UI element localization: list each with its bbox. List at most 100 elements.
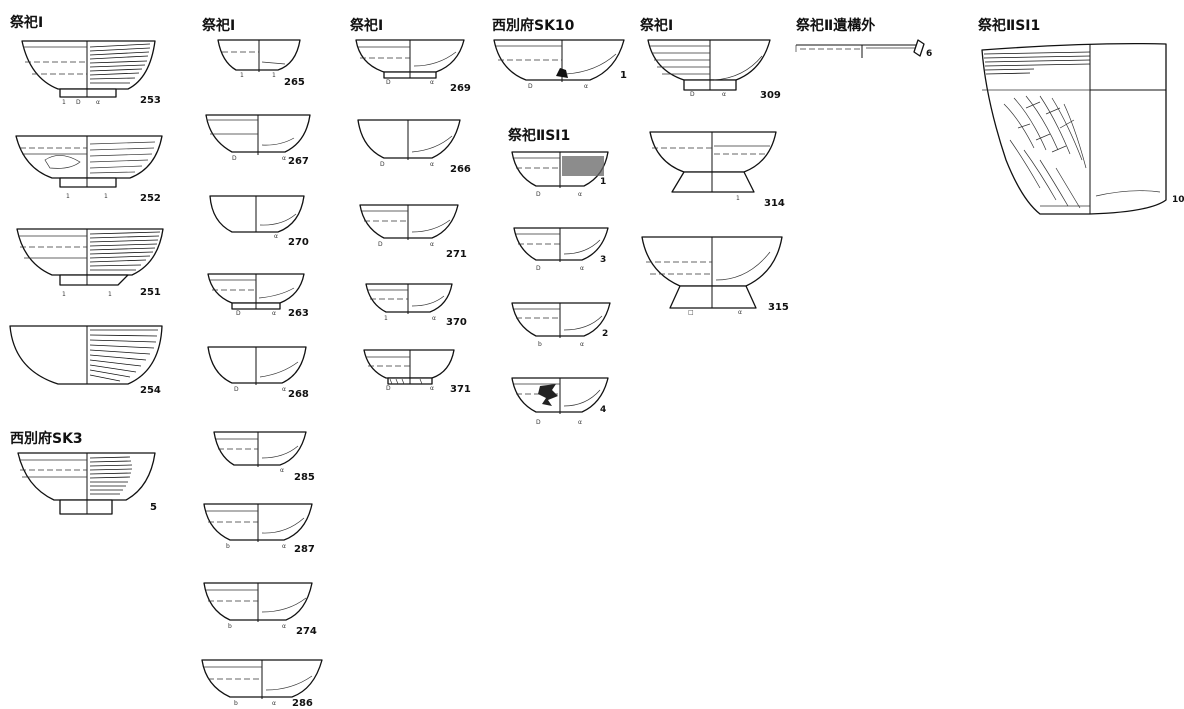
svg-text:α: α: [578, 419, 582, 426]
vessel-number-6: 6: [926, 49, 932, 59]
group-label-saishi2-outside: 祭祀Ⅱ遺構外: [795, 17, 875, 34]
svg-text:D: D: [690, 91, 695, 98]
vessel-number-263: 263: [288, 308, 309, 319]
svg-text:D: D: [536, 265, 541, 272]
vessel-number-287: 287: [294, 544, 315, 555]
vessel-254: [9, 325, 163, 385]
svg-text:α: α: [580, 265, 584, 272]
svg-text:D: D: [528, 83, 533, 90]
vessel-number-267: 267: [288, 156, 309, 167]
svg-text:α: α: [272, 700, 276, 707]
vessel-number-268: 268: [288, 389, 309, 400]
vessel-number-285: 285: [294, 472, 315, 483]
vessel-number-274: 274: [296, 626, 317, 637]
svg-text:1: 1: [736, 195, 740, 202]
vessel-number-265: 265: [284, 77, 305, 88]
svg-text:D: D: [536, 419, 541, 426]
vessel-number-251: 251: [140, 287, 161, 298]
vessel-number-5: 5: [150, 502, 157, 513]
svg-text:b: b: [228, 623, 232, 630]
svg-text:D: D: [232, 155, 237, 162]
vessel-number-314: 314: [764, 198, 785, 209]
svg-text:α: α: [272, 310, 276, 317]
rim-hatching: [983, 51, 1091, 75]
svg-text:1: 1: [384, 315, 388, 322]
svg-text:1: 1: [62, 99, 66, 106]
vessel-number-si1-4: 4: [600, 405, 606, 415]
vessel-si1-10: [981, 42, 1167, 215]
vessel-number-10: 10: [1172, 195, 1184, 205]
group-label-saishi1-col3: 祭祀Ⅰ: [349, 17, 383, 34]
vessel-number-si1-2: 2: [602, 329, 608, 339]
hatched-surface: [89, 231, 161, 271]
vessel-number-370: 370: [446, 317, 467, 328]
body-brush-marks: [1003, 95, 1087, 209]
svg-text:1: 1: [62, 291, 66, 298]
hatched-surface: [89, 329, 158, 382]
vessel-314: 1: [649, 131, 777, 202]
vessel-number-270: 270: [288, 237, 309, 248]
hatched-surface: [89, 456, 133, 495]
group-label-saishi2-si1-col7: 祭祀ⅡSI1: [977, 17, 1040, 34]
svg-text:α: α: [738, 309, 742, 316]
vessel-315: □α: [641, 236, 783, 316]
group-label-saishi2-si1-col4: 祭祀ⅡSI1: [507, 127, 570, 144]
svg-text:D: D: [386, 79, 391, 86]
svg-text:α: α: [584, 83, 588, 90]
group-label-nishibeppu-sk10: 西別府SK10: [492, 17, 575, 34]
vessel-number-371: 371: [450, 384, 471, 395]
svg-text:α: α: [430, 385, 434, 392]
svg-text:α: α: [430, 161, 434, 168]
group-label-saishi1-col1: 祭祀Ⅰ: [9, 14, 43, 31]
svg-text:D: D: [378, 241, 383, 248]
vessel-number-253: 253: [140, 95, 161, 106]
svg-text:1: 1: [66, 193, 70, 200]
svg-text:α: α: [274, 233, 278, 240]
group-label-saishi1-col5: 祭祀Ⅰ: [639, 17, 673, 34]
vessel-number-sk10-1: 1: [620, 70, 627, 81]
vessel-sk3-5: [17, 452, 156, 515]
svg-text:α: α: [722, 91, 726, 98]
svg-text:α: α: [430, 241, 434, 248]
group-label-saishi1-col2: 祭祀Ⅰ: [201, 17, 235, 34]
svg-text:D: D: [386, 385, 391, 392]
svg-text:α: α: [282, 543, 286, 550]
vessel-number-309: 309: [760, 90, 781, 101]
svg-text:D: D: [234, 386, 239, 393]
svg-text:D: D: [536, 191, 541, 198]
svg-text:1: 1: [108, 291, 112, 298]
svg-text:α: α: [580, 341, 584, 348]
svg-text:α: α: [578, 191, 582, 198]
svg-text:b: b: [226, 543, 230, 550]
vessel-number-si1-3: 3: [600, 255, 606, 265]
svg-text:D: D: [380, 161, 385, 168]
svg-text:1: 1: [272, 72, 276, 79]
svg-text:1: 1: [104, 193, 108, 200]
vessel-number-266: 266: [450, 164, 471, 175]
svg-text:□: □: [688, 309, 694, 316]
hatched-surface: [89, 43, 151, 84]
vessel-number-315: 315: [768, 302, 789, 313]
vessel-285: α: [213, 431, 307, 474]
svg-text:D: D: [236, 310, 241, 317]
